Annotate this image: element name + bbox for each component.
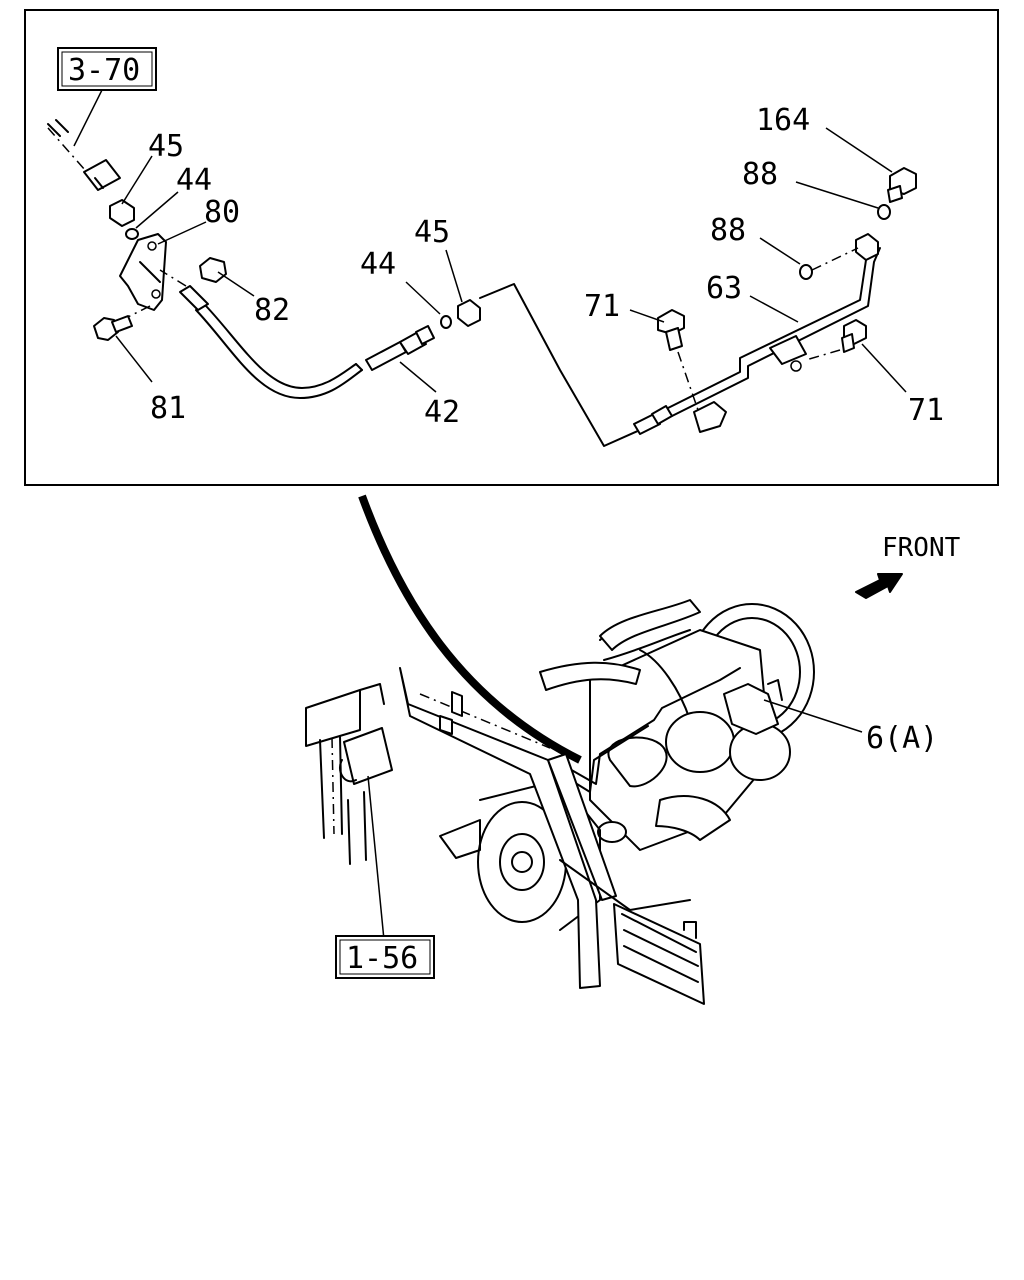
engine-assembly <box>305 599 815 1005</box>
label-44-mid[interactable]: 44 <box>360 247 396 282</box>
label-1-56: 1-56 <box>346 941 418 976</box>
label-81[interactable]: 81 <box>150 391 186 426</box>
front-label: FRONT <box>882 533 961 563</box>
label-45-mid[interactable]: 45 <box>414 215 450 250</box>
label-3-70: 3-70 <box>68 53 140 88</box>
label-88-mid[interactable]: 88 <box>710 213 746 248</box>
label-164[interactable]: 164 <box>756 103 810 138</box>
pipe-63 <box>633 167 917 435</box>
route-line <box>479 283 641 447</box>
callout-ref-3-70[interactable]: 3-70 <box>57 47 157 91</box>
detail-link-swoop <box>358 494 582 764</box>
detail-frame <box>24 9 999 486</box>
label-6a[interactable]: 6(A) <box>866 721 938 756</box>
label-80[interactable]: 80 <box>204 195 240 230</box>
callout-ref-1-56[interactable]: 1-56 <box>335 935 435 979</box>
label-44-top[interactable]: 44 <box>176 163 212 198</box>
label-71-right[interactable]: 71 <box>908 393 944 428</box>
label-88-top[interactable]: 88 <box>742 157 778 192</box>
arrow-icon <box>855 573 903 599</box>
label-82[interactable]: 82 <box>254 293 290 328</box>
label-42[interactable]: 42 <box>424 395 460 430</box>
label-63[interactable]: 63 <box>706 271 742 306</box>
hose-42 <box>365 299 481 371</box>
leader-lines <box>73 85 907 941</box>
label-71-left[interactable]: 71 <box>584 289 620 324</box>
label-45-top[interactable]: 45 <box>148 129 184 164</box>
left-cable-assembly <box>47 119 363 399</box>
